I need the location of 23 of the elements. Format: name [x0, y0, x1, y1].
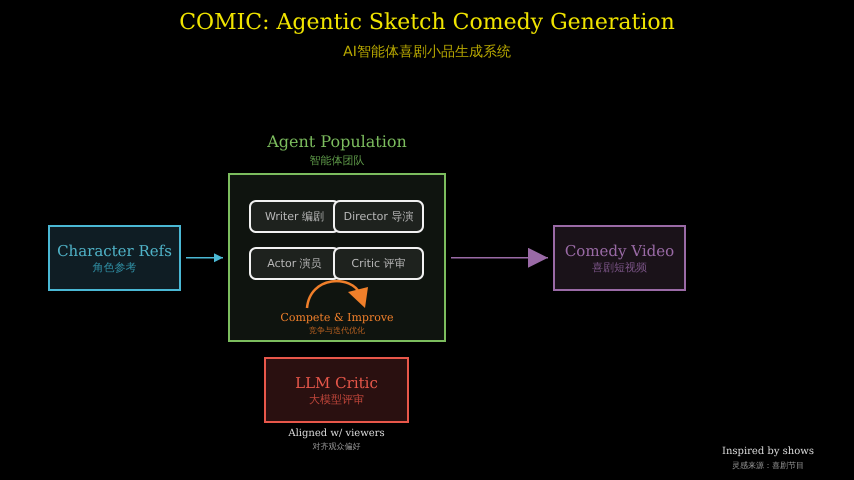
role-box: Director 导演	[333, 200, 424, 233]
subtitle-text: AI智能体喜剧小品生成系统	[342, 43, 512, 61]
role-box: Critic 评审	[333, 247, 424, 280]
loop-label: Compete & Improve	[279, 311, 395, 324]
box-title: Comedy Video	[564, 242, 674, 260]
credit-text: Inspired by shows	[721, 446, 815, 457]
box-subtitle: 大模型评审	[309, 392, 364, 406]
title-text: COMIC: Agentic Sketch Comedy Generation	[178, 10, 676, 35]
credit-subtext: 灵感来源：喜剧节目	[731, 460, 805, 471]
arrow	[186, 253, 223, 262]
group-subheading: 智能体团队	[308, 153, 366, 168]
box-subtitle: 角色参考	[92, 260, 136, 274]
input-box	[48, 225, 181, 291]
box-title: Character Refs	[57, 242, 172, 260]
critic-box	[264, 357, 409, 423]
box-subtitle: 喜剧短视频	[592, 260, 647, 274]
box-title: LLM Critic	[295, 374, 378, 392]
group-heading: Agent Population	[266, 132, 408, 151]
arrow	[451, 248, 548, 268]
loop-sublabel: 竞争与迭代优化	[308, 325, 366, 336]
caption-text: 对齐观众偏好	[312, 441, 362, 452]
caption-text: Aligned w/ viewers	[287, 428, 386, 439]
output-box	[553, 225, 686, 291]
